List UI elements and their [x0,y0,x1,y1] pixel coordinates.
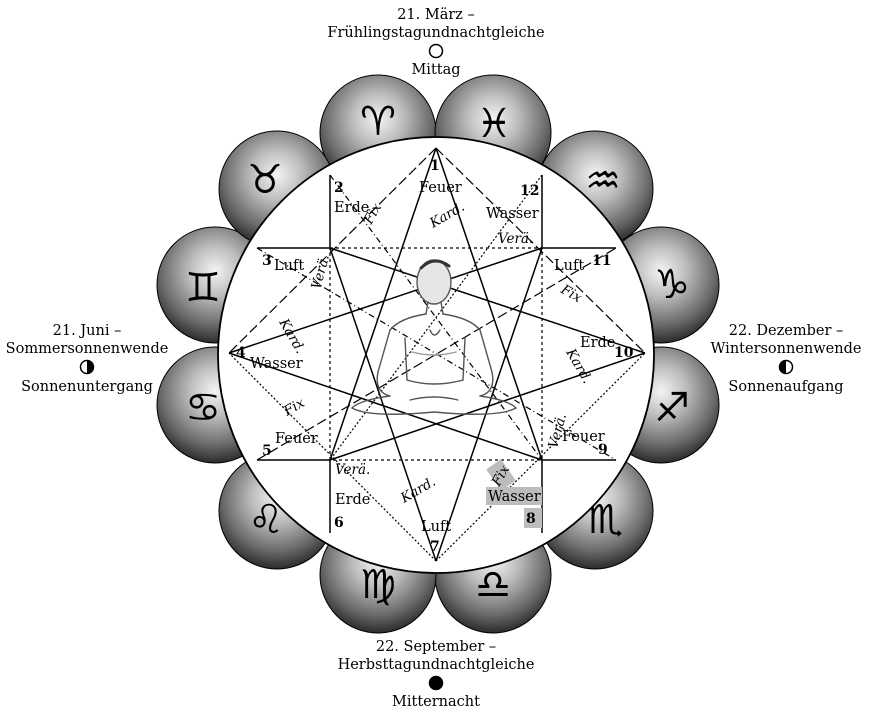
house-number-4: 4 [236,345,246,361]
house-star [228,147,646,562]
season-left-time: Sonnenuntergang [21,379,153,395]
house-number-10: 10 [614,345,634,361]
capricorn-icon: ♑ [654,262,690,308]
element-label-5: Feuer [275,431,318,447]
element-label-11: Luft [554,258,584,274]
season-left-name: Sommersonnenwende [6,341,169,357]
house-numbers: 1 2 3 4 5 6 7 8 9 10 11 12 [236,158,634,555]
gemini-icon: ♊ [185,265,221,311]
libra-icon: ♎ [475,562,511,608]
house-number-8: 8 [526,511,536,527]
left-half-fill [779,360,786,374]
season-bottom-time: Mitternacht [392,694,480,710]
element-label-7: Luft [421,519,451,535]
season-right-name: Wintersonnenwende [711,341,862,357]
element-label-8: Wasser [488,489,541,505]
sign-glyphs: ♈ ♓ ♒ ♑ ♐ ♏ ♎ ♍ ♌ ♋ ♊ ♉ [185,99,690,608]
house-elements: Feuer Erde Luft Wasser Feuer Erde Luft W… [250,180,615,535]
aries-icon: ♈ [360,99,396,145]
inner-dashed-square [329,247,543,461]
mutable-label-6: Verä. [335,462,370,478]
house-number-12: 12 [520,183,539,199]
season-bottom-date: 22. September – [376,639,496,655]
season-right-time: Sonnenaufgang [728,379,843,395]
element-label-6: Erde [335,492,370,508]
season-right-date: 22. Dezember – [729,323,844,339]
season-left: 21. Juni – Sommersonnenwende Sonnenunter… [6,323,169,395]
element-label-2: Erde [334,200,369,216]
house-number-7: 7 [430,539,440,555]
house-number-9: 9 [598,442,608,458]
season-top-time: Mittag [411,62,460,78]
season-top-name: Frühlingstagundnachtgleiche [327,25,544,41]
fix-highlight [486,459,516,491]
element-label-12: Wasser [486,206,539,222]
season-top-date: 21. März – [397,7,475,23]
house-number-5: 5 [262,443,272,459]
seated-figure [350,259,518,415]
mutable-label-12: Verä. [498,231,533,247]
house-8-number-highlight [524,508,542,528]
filled-circle-icon [428,675,444,691]
element-label-10: Erde [580,335,615,351]
sagittarius-icon: ♐ [654,385,690,431]
taurus-icon: ♉ [247,157,283,203]
season-left-date: 21. Juni – [53,323,122,339]
quality-lines [228,147,646,562]
pisces-icon: ♓ [476,101,512,147]
season-right: 22. Dezember – Wintersonnenwende Sonnena… [711,323,862,395]
element-label-3: Luft [274,258,304,274]
element-label-9: Feuer [562,429,605,445]
aquarius-icon: ♒ [585,158,621,204]
season-bottom: 22. September – Herbsttagundnachtgleiche… [338,639,535,710]
house-number-6: 6 [334,515,344,531]
season-bottom-name: Herbsttagundnachtgleiche [338,657,535,673]
element-label-4: Wasser [250,356,303,372]
house-number-11: 11 [592,253,611,269]
house-number-3: 3 [262,253,272,269]
virgo-icon: ♍ [360,562,396,608]
cancer-icon: ♋ [185,385,221,431]
right-half-fill [87,360,94,374]
house-number-2: 2 [334,180,344,196]
element-label-1: Feuer [419,180,462,196]
empty-circle-icon [428,43,444,59]
house-8-highlight [486,487,542,505]
house-number-1: 1 [430,158,440,174]
season-top: 21. März – Frühlingstagundnachtgleiche M… [327,7,544,78]
